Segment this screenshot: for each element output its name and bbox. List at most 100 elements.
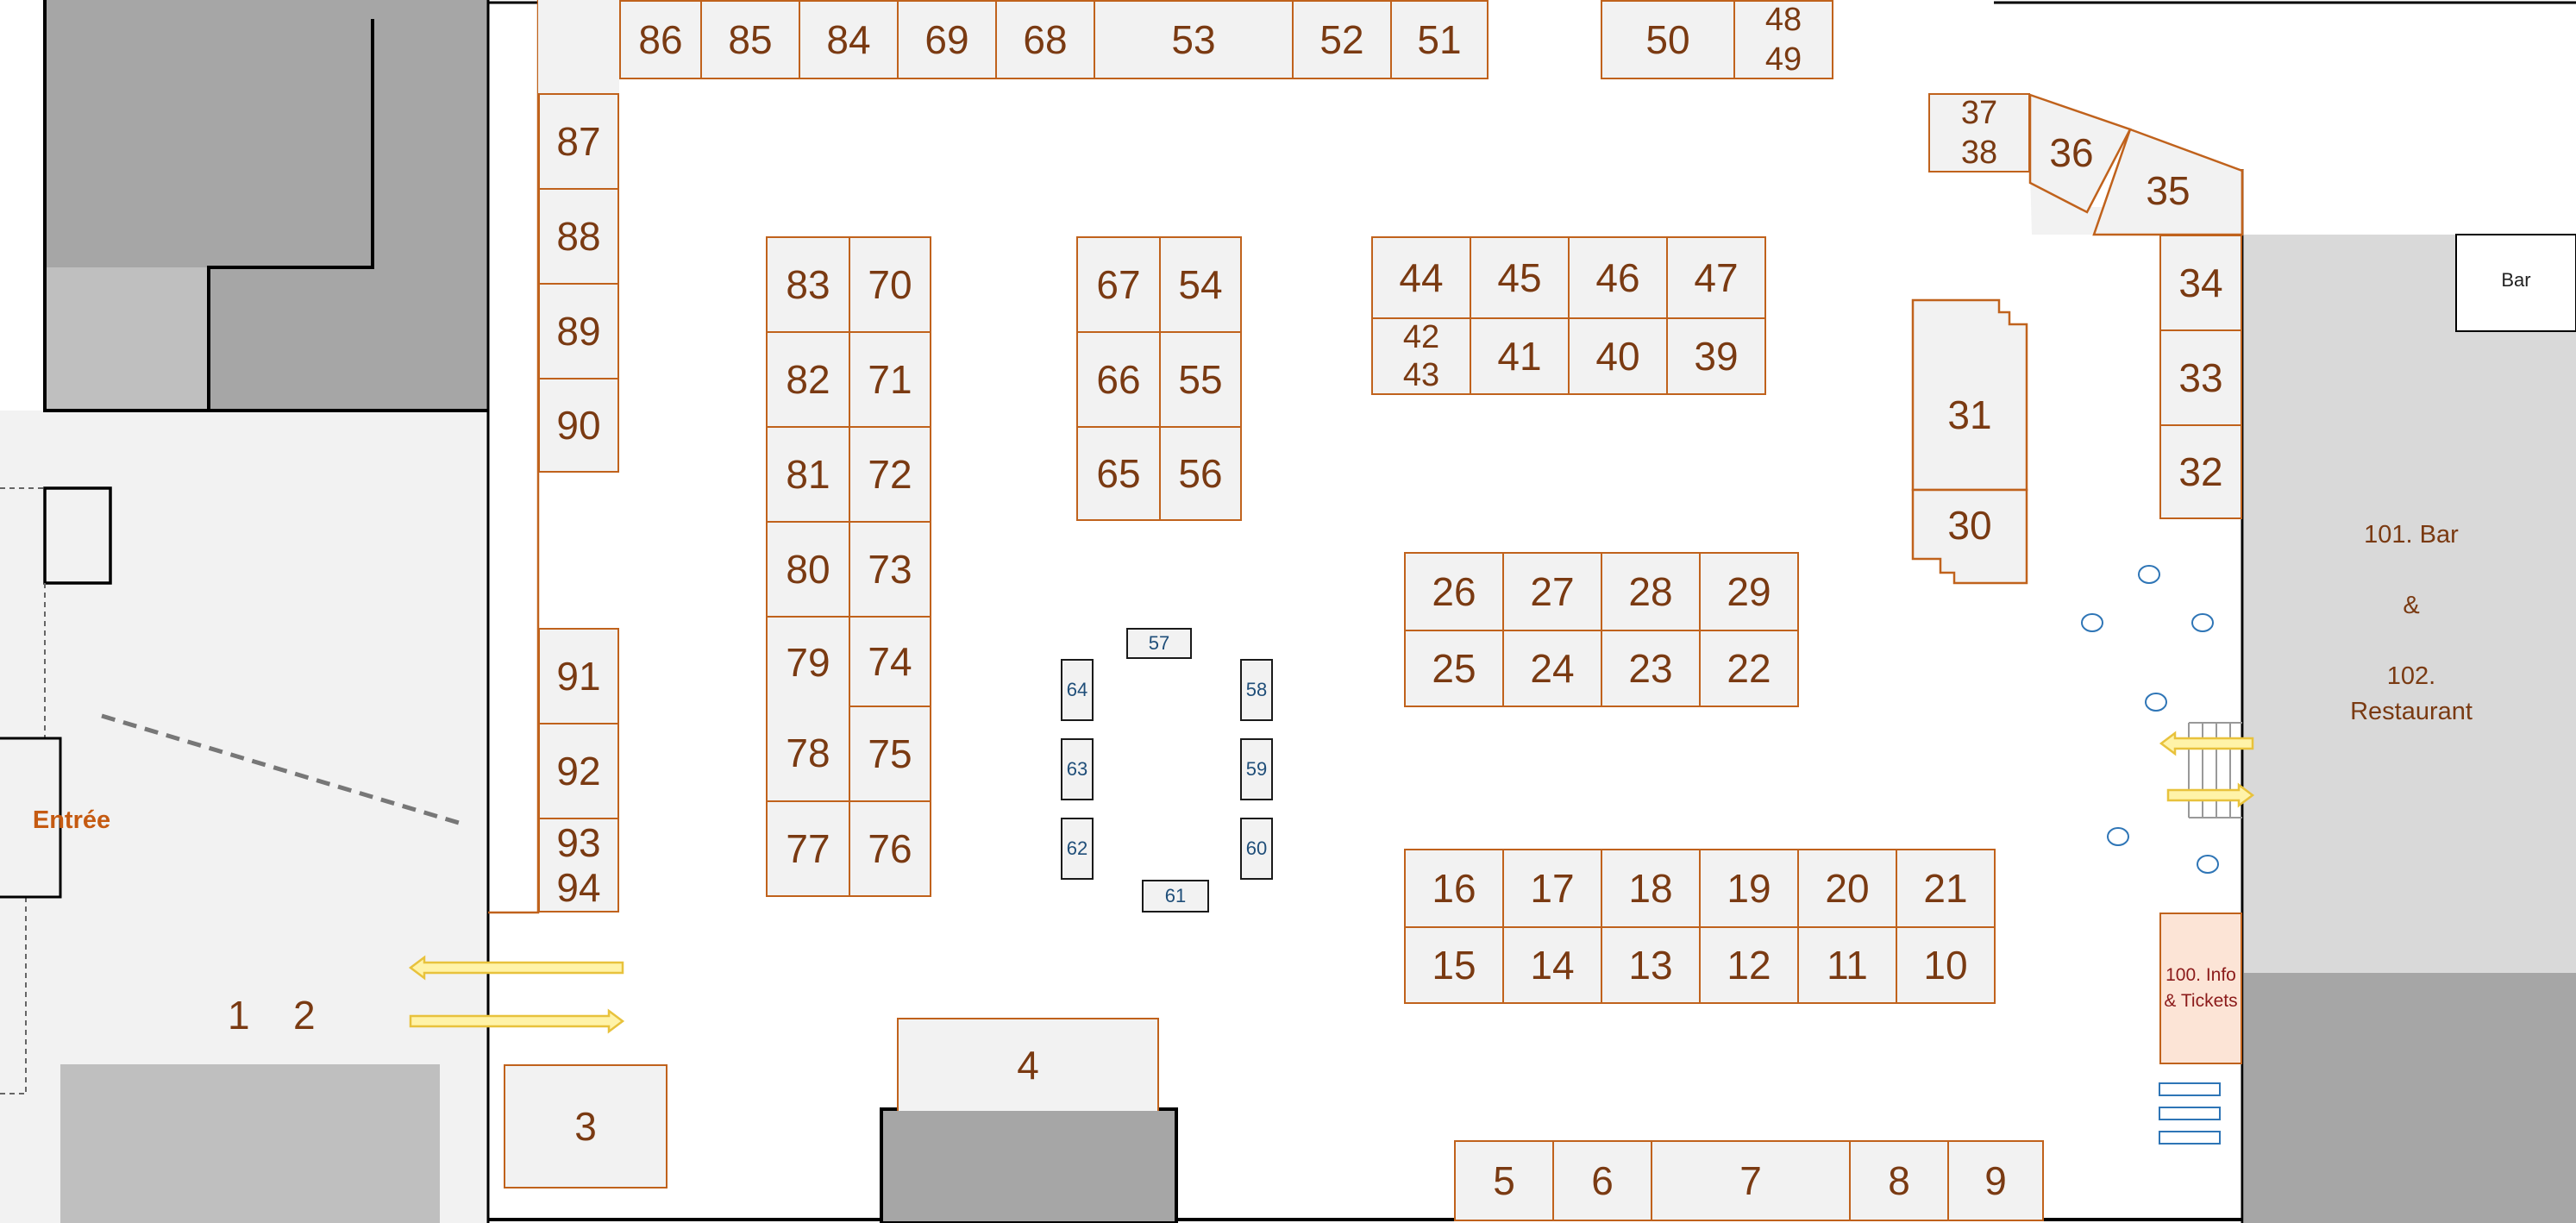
booth-76[interactable]: 76 [849,800,931,897]
booth-40[interactable]: 40 [1568,317,1668,395]
booth-57[interactable]: 57 [1126,628,1192,659]
booth-22[interactable]: 22 [1699,630,1799,707]
booth-91[interactable]: 91 [538,628,619,724]
booth-70[interactable]: 70 [849,236,931,333]
booth-20[interactable]: 20 [1797,849,1897,928]
booth-66[interactable]: 66 [1076,331,1161,428]
booth-13[interactable]: 13 [1601,926,1701,1004]
info-tickets-booth[interactable]: 100. Info & Tickets [2159,913,2242,1064]
booth-39[interactable]: 39 [1666,317,1766,395]
booth-75[interactable]: 75 [849,706,931,802]
booth-46[interactable]: 46 [1568,236,1668,319]
booth-9[interactable]: 9 [1947,1140,2044,1221]
booth-11[interactable]: 11 [1797,926,1897,1004]
booth-62[interactable]: 62 [1061,818,1094,880]
booth-18[interactable]: 18 [1601,849,1701,928]
bar-label: Bar [2501,269,2531,291]
booth-8[interactable]: 8 [1849,1140,1949,1221]
booth-7[interactable]: 7 [1651,1140,1851,1221]
booth-53[interactable]: 53 [1094,0,1294,79]
standing-tables [2081,565,2219,874]
booth-92[interactable]: 92 [538,723,619,819]
booth-79[interactable]: 79 [766,616,850,707]
booth-21[interactable]: 21 [1896,849,1996,928]
booth-52[interactable]: 52 [1292,0,1392,79]
booth-19[interactable]: 19 [1699,849,1799,928]
booth-35-label[interactable]: 35 [2146,168,2191,213]
booth-16[interactable]: 16 [1404,849,1504,928]
booth-36-shape [2028,93,2132,214]
booth-64[interactable]: 64 [1061,659,1094,721]
booth-10[interactable]: 10 [1896,926,1996,1004]
booth-4[interactable]: 4 [897,1018,1159,1111]
booth-29[interactable]: 29 [1699,552,1799,631]
booth-72[interactable]: 72 [849,426,931,523]
exit-arrow-left [408,955,624,981]
booth-3[interactable]: 3 [504,1064,668,1189]
booth-36-label[interactable]: 36 [2049,130,2094,175]
booth-69[interactable]: 69 [897,0,997,79]
booth-15[interactable]: 15 [1404,926,1504,1004]
booth-5[interactable]: 5 [1454,1140,1554,1221]
booth-17[interactable]: 17 [1502,849,1602,928]
booth-56[interactable]: 56 [1159,426,1242,521]
booth-28[interactable]: 28 [1601,552,1701,631]
booth-25[interactable]: 25 [1404,630,1504,707]
booth-33[interactable]: 33 [2159,329,2242,426]
booth-14[interactable]: 14 [1502,926,1602,1004]
booth-34[interactable]: 34 [2159,235,2242,331]
booth-58[interactable]: 58 [1240,659,1273,721]
booth-74[interactable]: 74 [849,616,931,707]
booth-49-label: 49 [1764,41,1802,78]
booth-55[interactable]: 55 [1159,331,1242,428]
booth-2-label: 2 [293,993,316,1038]
booth-27[interactable]: 27 [1502,552,1602,631]
booth-73[interactable]: 73 [849,521,931,618]
stage-block [880,1107,1178,1223]
booth-88[interactable]: 88 [538,188,619,285]
booth-77[interactable]: 77 [766,800,850,897]
booth-80[interactable]: 80 [766,521,850,618]
booth-68[interactable]: 68 [995,0,1095,79]
booth-50[interactable]: 50 [1601,0,1735,79]
booth-32[interactable]: 32 [2159,424,2242,519]
booth-65[interactable]: 65 [1076,426,1161,521]
booth-54[interactable]: 54 [1159,236,1242,333]
booth-86[interactable]: 86 [619,0,702,79]
booth-31-label[interactable]: 31 [1947,392,1992,437]
booth-93-94[interactable]: 93 94 [538,818,619,913]
booth-63[interactable]: 63 [1061,738,1094,800]
booth-47[interactable]: 47 [1666,236,1766,319]
booth-90[interactable]: 90 [538,378,619,473]
booth-6[interactable]: 6 [1552,1140,1652,1221]
booth-26[interactable]: 26 [1404,552,1504,631]
booth-71[interactable]: 71 [849,331,931,428]
booth-12[interactable]: 12 [1699,926,1799,1004]
booth-82[interactable]: 82 [766,331,850,428]
booth-78[interactable]: 78 [766,706,850,802]
booth-51[interactable]: 51 [1390,0,1489,79]
bar-restaurant-label: 101. Bar & 102. Restaurant [2328,517,2494,730]
booth-81[interactable]: 81 [766,426,850,523]
booth-84[interactable]: 84 [799,0,899,79]
booth-38-label: 38 [1960,135,1998,171]
booth-42-43[interactable]: 42 43 [1371,317,1471,395]
booth-44[interactable]: 44 [1371,236,1471,319]
booth-48-49[interactable]: 48 49 [1733,0,1833,79]
booth-60[interactable]: 60 [1240,818,1273,880]
booth-59[interactable]: 59 [1240,738,1273,800]
booth-30-label[interactable]: 30 [1947,503,1992,548]
booth-41[interactable]: 41 [1470,317,1570,395]
booth-89[interactable]: 89 [538,283,619,379]
booth-24[interactable]: 24 [1502,630,1602,707]
lobby-grey-area [60,1064,440,1223]
booth-23[interactable]: 23 [1601,630,1701,707]
booth-37-38[interactable]: 37 38 [1928,93,2030,172]
booth-67[interactable]: 67 [1076,236,1161,333]
booth-45[interactable]: 45 [1470,236,1570,319]
booth-85[interactable]: 85 [700,0,800,79]
booth-87[interactable]: 87 [538,93,619,190]
booth-61[interactable]: 61 [1142,880,1209,913]
booth-83[interactable]: 83 [766,236,850,333]
